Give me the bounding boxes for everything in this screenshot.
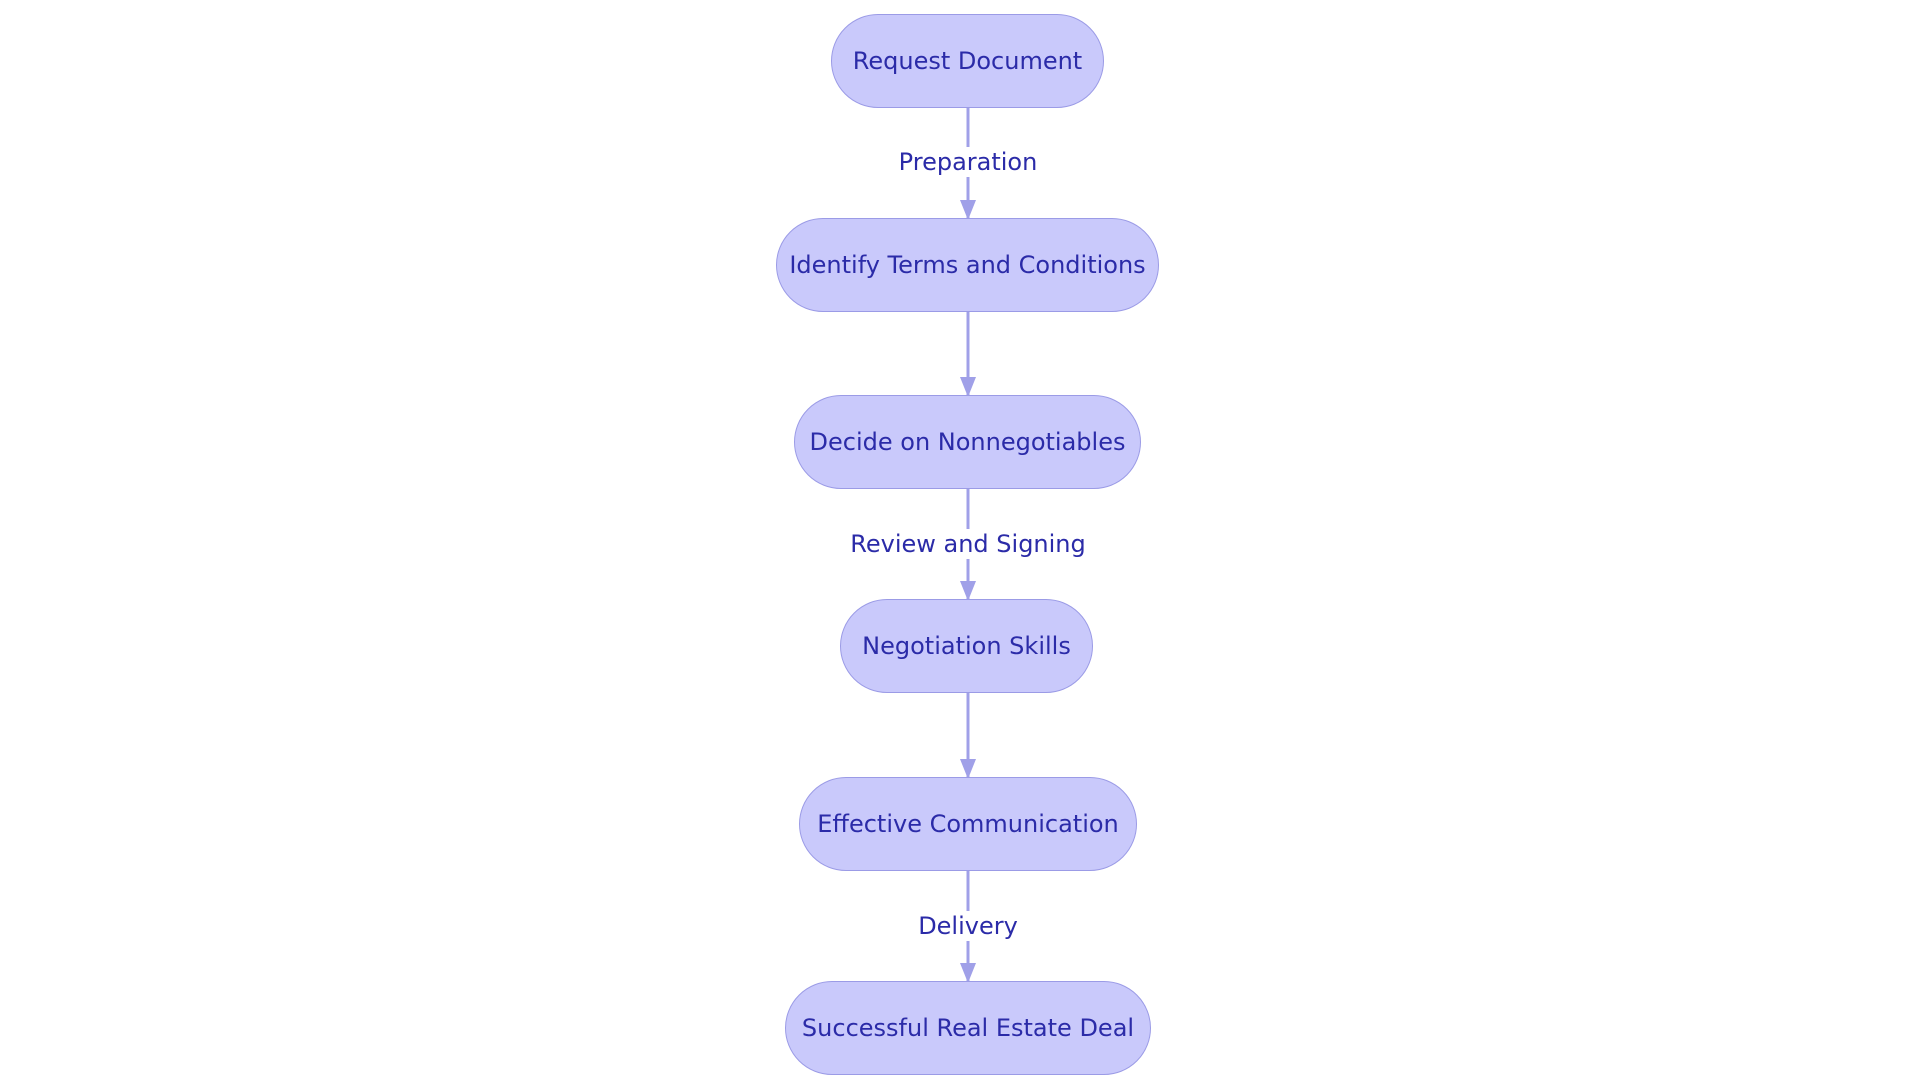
node-label: Request Document [852,47,1083,75]
node-successful-deal: Successful Real Estate Deal [785,981,1151,1075]
edge-label-preparation: Preparation [896,147,1040,177]
node-label: Successful Real Estate Deal [801,1014,1135,1042]
node-decide-nonnegotiables: Decide on Nonnegotiables [794,395,1141,489]
node-effective-communication: Effective Communication [799,777,1137,871]
edge-label-delivery: Delivery [916,911,1020,941]
node-identify-terms: Identify Terms and Conditions [776,218,1159,312]
node-negotiation-skills: Negotiation Skills [840,599,1093,693]
node-label: Negotiation Skills [862,632,1071,660]
node-label: Decide on Nonnegotiables [809,428,1126,456]
node-label: Effective Communication [817,810,1119,838]
node-label: Identify Terms and Conditions [789,251,1146,279]
edge-label-review-and-signing: Review and Signing [848,529,1088,559]
node-request-document: Request Document [831,14,1104,108]
